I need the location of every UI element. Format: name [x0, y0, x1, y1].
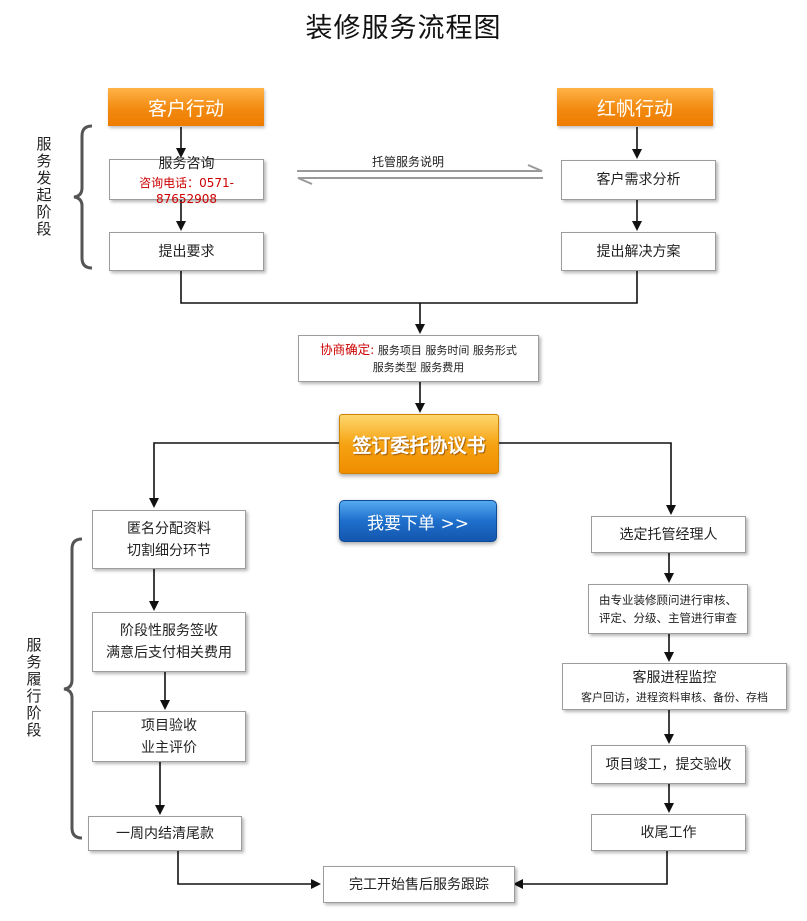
line-merge-left	[180, 271, 420, 304]
final-step-label: 完工开始售后服务跟踪	[349, 876, 489, 893]
negotiate-items-2: 服务类型 服务费用	[372, 361, 465, 374]
right-step-manager: 选定托管经理人	[591, 516, 746, 553]
right-step-review-line1: 由专业装修顾问进行审核、	[599, 593, 737, 607]
negotiate-line1: 协商确定: 服务项目 服务时间 服务形式	[320, 341, 517, 359]
solution-label: 提出解决方案	[596, 243, 681, 260]
customer-action-header: 客户行动	[108, 88, 264, 126]
right-step-complete: 项目竣工，提交验收	[591, 745, 746, 784]
left-step-acceptance: 项目验收 业主评价	[92, 711, 246, 762]
analysis-step: 客户需求分析	[561, 160, 716, 200]
hosting-double-arrow	[297, 164, 543, 185]
negotiate-step: 协商确定: 服务项目 服务时间 服务形式 服务类型 服务费用	[298, 335, 539, 382]
arrow-right-to-final	[513, 851, 668, 889]
right-step-complete-label: 项目竣工，提交验收	[605, 756, 732, 773]
hosting-note: 托管服务说明	[372, 155, 445, 169]
negotiate-items-1: 服务项目 服务时间 服务形式	[377, 344, 517, 357]
brace-start-phase	[73, 124, 93, 270]
left-step-allocate-line1: 匿名分配资料	[127, 520, 211, 537]
page-title: 装修服务流程图	[305, 13, 502, 44]
left-step-allocate: 匿名分配资料 切割细分环节	[92, 510, 246, 569]
consult-phone: 咨询电话：0571-87652908	[139, 175, 234, 206]
right-step-monitor: 客服进程监控 客户回访，进程资料审核、备份、存档	[562, 663, 787, 710]
left-step-allocate-line2: 切割细分环节	[127, 542, 211, 559]
right-step-review: 由专业装修顾问进行审核、 评定、分级、主管进行审查	[588, 584, 748, 634]
solution-step: 提出解决方案	[561, 232, 716, 271]
analysis-label: 客户需求分析	[596, 172, 681, 188]
right-step-manager-label: 选定托管经理人	[619, 526, 718, 543]
left-step-settle: 一周内结清尾款	[88, 816, 242, 851]
right-step-finish-label: 收尾工作	[640, 824, 697, 841]
left-step-signoff-line2: 满意后支付相关费用	[106, 645, 232, 661]
right-step-monitor-line1: 客服进程监控	[632, 669, 717, 686]
left-step-acceptance-line2: 业主评价	[141, 739, 197, 756]
place-order-button[interactable]: 我要下单 >>	[339, 500, 497, 542]
arrow-sign-to-right	[499, 442, 676, 515]
consult-label: 服务咨询	[158, 155, 215, 172]
left-step-settle-label: 一周内结清尾款	[116, 825, 214, 842]
right-step-review-line2: 评定、分级、主管进行审查	[599, 611, 737, 625]
final-step: 完工开始售后服务跟踪	[323, 866, 515, 903]
left-step-signoff-line1: 阶段性服务签收	[120, 623, 218, 639]
phase-start-label: 服务发起阶段	[36, 135, 52, 238]
left-step-signoff: 阶段性服务签收 满意后支付相关费用	[92, 612, 246, 672]
right-step-finish: 收尾工作	[591, 814, 746, 851]
hongfan-action-header: 红帆行动	[557, 88, 713, 126]
consult-step: 服务咨询 咨询电话：0571-87652908	[109, 156, 264, 206]
negotiate-label: 协商确定:	[320, 342, 375, 357]
arrow-sign-to-left	[149, 442, 339, 508]
request-label: 提出要求	[158, 243, 215, 260]
right-step-monitor-line2: 客户回访，进程资料审核、备份、存档	[581, 690, 768, 704]
left-step-acceptance-line1: 项目验收	[141, 717, 197, 734]
request-step: 提出要求	[109, 232, 264, 271]
sign-agreement-step: 签订委托协议书	[339, 414, 499, 474]
brace-perform-phase	[63, 537, 83, 840]
phase-perform-label: 服务履行阶段	[26, 636, 42, 739]
line-merge-right	[420, 271, 638, 304]
arrow-left-to-final	[177, 851, 321, 889]
